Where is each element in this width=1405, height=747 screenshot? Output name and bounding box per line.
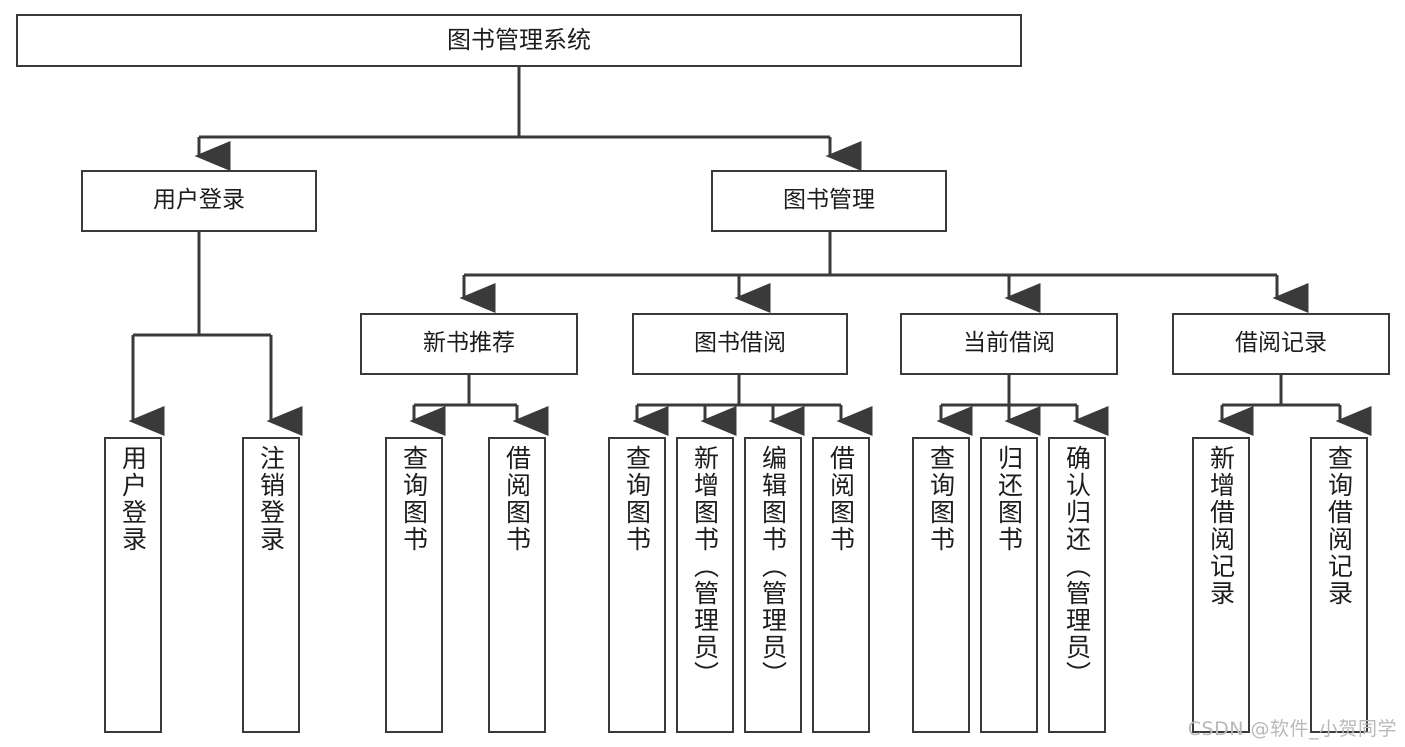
node-label: 当前借阅 xyxy=(963,330,1055,357)
leaf-confirm-return-admin[interactable]: 确认归还（管理员） xyxy=(1048,437,1106,733)
leaf-add-book-admin[interactable]: 新增图书（管理员） xyxy=(676,437,734,733)
leaf-query-book-current[interactable]: 查询图书 xyxy=(912,437,970,733)
node-label: 编辑图书（管理员） xyxy=(758,445,788,688)
node-label: 新增借阅记录 xyxy=(1206,445,1236,607)
node-label: 查询图书 xyxy=(622,445,652,553)
leaf-borrow-book-recommend[interactable]: 借阅图书 xyxy=(488,437,546,733)
leaf-borrow-book-borrowing[interactable]: 借阅图书 xyxy=(812,437,870,733)
node-label: 确认归还（管理员） xyxy=(1062,445,1092,688)
leaf-add-borrow-record[interactable]: 新增借阅记录 xyxy=(1192,437,1250,733)
leaf-logout[interactable]: 注销登录 xyxy=(242,437,300,733)
leaf-query-book-borrowing[interactable]: 查询图书 xyxy=(608,437,666,733)
node-label: 查询图书 xyxy=(926,445,956,553)
node-borrowing-records[interactable]: 借阅记录 xyxy=(1172,313,1390,375)
node-new-book-recommendation[interactable]: 新书推荐 xyxy=(360,313,578,375)
node-user-login[interactable]: 用户登录 xyxy=(81,170,317,232)
watermark-text: CSDN @软件_小贺同学 xyxy=(1187,718,1397,740)
node-label: 图书管理系统 xyxy=(447,26,591,55)
leaf-query-borrow-record[interactable]: 查询借阅记录 xyxy=(1310,437,1368,733)
node-label: 借阅记录 xyxy=(1235,330,1327,357)
node-label: 图书借阅 xyxy=(694,330,786,357)
node-label: 查询借阅记录 xyxy=(1324,445,1354,607)
leaf-query-book-recommend[interactable]: 查询图书 xyxy=(385,437,443,733)
node-label: 图书管理 xyxy=(783,187,875,214)
node-label: 用户登录 xyxy=(118,445,148,553)
leaf-edit-book-admin[interactable]: 编辑图书（管理员） xyxy=(744,437,802,733)
leaf-user-login[interactable]: 用户登录 xyxy=(104,437,162,733)
node-label: 用户登录 xyxy=(153,187,245,214)
node-label: 新书推荐 xyxy=(423,330,515,357)
node-book-management[interactable]: 图书管理 xyxy=(711,170,947,232)
leaf-return-book[interactable]: 归还图书 xyxy=(980,437,1038,733)
node-label: 借阅图书 xyxy=(502,445,532,553)
node-label: 归还图书 xyxy=(994,445,1024,553)
node-label: 查询图书 xyxy=(399,445,429,553)
node-label: 新增图书（管理员） xyxy=(690,445,720,688)
node-current-borrowing[interactable]: 当前借阅 xyxy=(900,313,1118,375)
node-root-system[interactable]: 图书管理系统 xyxy=(16,14,1022,67)
node-book-borrowing[interactable]: 图书借阅 xyxy=(632,313,848,375)
node-label: 注销登录 xyxy=(256,445,286,553)
node-label: 借阅图书 xyxy=(826,445,856,553)
